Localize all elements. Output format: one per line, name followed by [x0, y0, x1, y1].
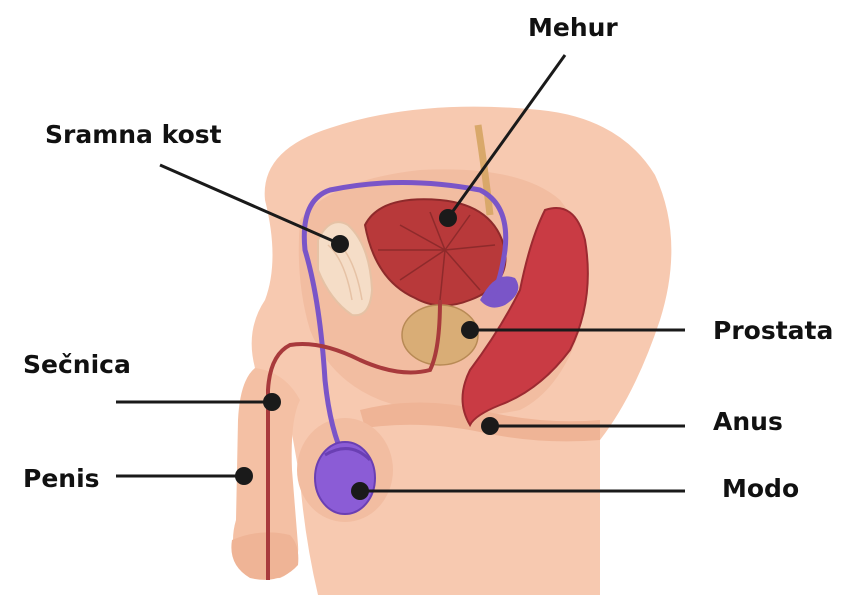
label-anus: Anus: [713, 409, 783, 434]
testis-shape: [315, 442, 375, 514]
label-modo: Modo: [722, 476, 799, 501]
label-sramna-kost: Sramna kost: [45, 122, 222, 147]
label-secnica: Sečnica: [23, 352, 131, 377]
glans-shape: [231, 532, 298, 579]
label-mehur: Mehur: [528, 15, 618, 40]
label-penis: Penis: [23, 466, 100, 491]
label-prostata: Prostata: [713, 318, 833, 343]
